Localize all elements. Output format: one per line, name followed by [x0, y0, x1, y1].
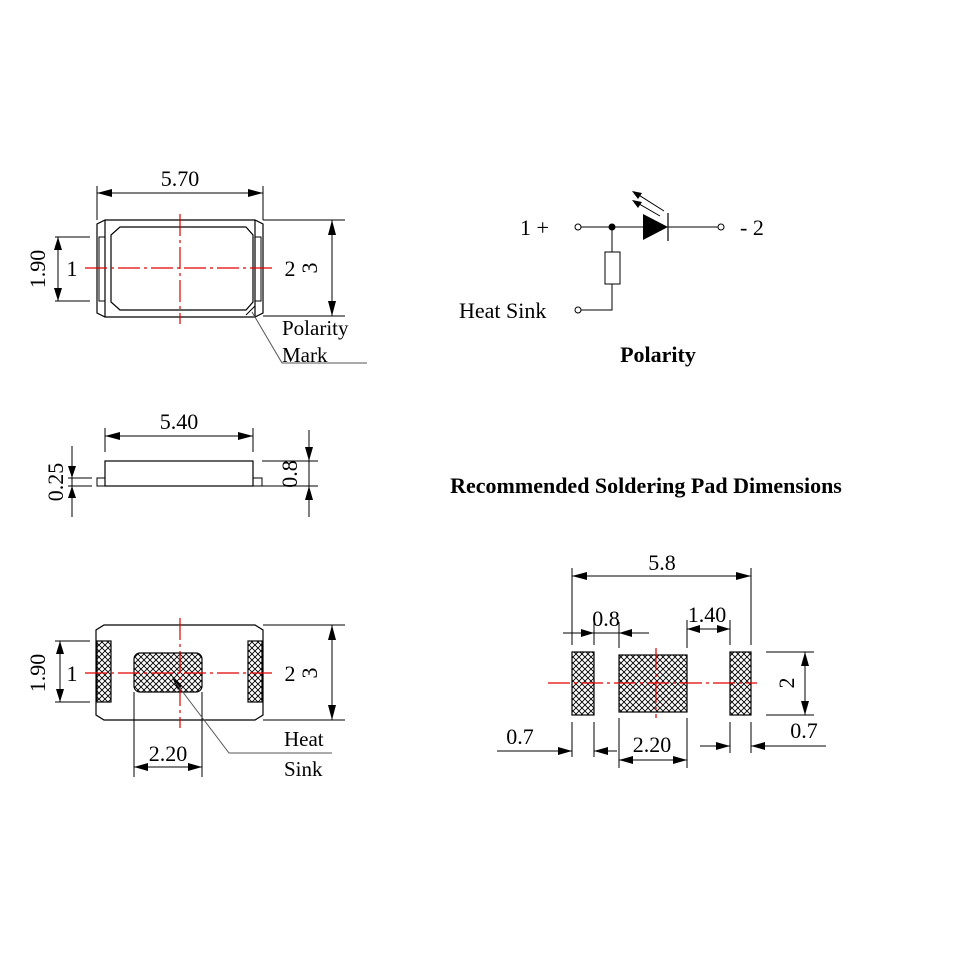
- top-lens: [110, 226, 254, 311]
- schematic-title: Polarity: [620, 342, 696, 367]
- bottom-height-label: 3: [297, 668, 322, 679]
- top-height-label: 3: [297, 263, 322, 274]
- top-pin1-label: 1: [67, 256, 78, 281]
- pad-height-label: 2: [774, 678, 799, 689]
- top-view: 5.70 3 1.90 1 2 Polarity Mark: [25, 166, 367, 367]
- heat-sink-leader: [175, 682, 332, 754]
- side-view: 5.40 0.25 0.8: [43, 409, 318, 517]
- polarity-mark-leader: [251, 311, 367, 364]
- heat-sink-label-1: Heat: [284, 727, 324, 751]
- heat-sink-label-2: Sink: [284, 757, 323, 781]
- pad-layout-title: Recommended Soldering Pad Dimensions: [450, 473, 842, 498]
- cathode-label: - 2: [740, 215, 764, 240]
- pad-right-width-label: 0.7: [790, 718, 818, 743]
- side-lead-right: [252, 477, 263, 487]
- heat-sink-schematic-label: Heat Sink: [459, 298, 546, 323]
- pad-center-width-label: 2.20: [633, 732, 672, 757]
- bottom-lead-height-label: 1.90: [25, 654, 50, 693]
- pad-left-width-label: 0.7: [506, 724, 534, 749]
- top-lead-right: [254, 236, 262, 302]
- bottom-body-outline: [95, 624, 264, 721]
- side-height-label: 0.8: [277, 460, 302, 488]
- heat-sink-terminal: [574, 306, 582, 314]
- top-lead-height-label: 1.90: [25, 250, 50, 289]
- polarity-schematic: 1 + - 2 Heat Sink Polarity: [459, 191, 764, 367]
- side-body: [104, 460, 254, 487]
- resistor-icon: [604, 251, 621, 285]
- led-diode-icon: [643, 214, 668, 240]
- pad-overall-width-label: 5.8: [648, 550, 676, 575]
- bottom-pad-left: [96, 640, 112, 703]
- side-lead-left: [96, 477, 106, 487]
- side-width-label: 5.40: [160, 409, 199, 434]
- side-lead-thickness-label: 0.25: [43, 463, 68, 502]
- anode-terminal: [574, 223, 582, 231]
- light-emission-arrows-icon: [632, 191, 665, 217]
- bottom-heat-sink-width-label: 2.20: [149, 741, 188, 766]
- bottom-view: 3 1.90 1 2 2.20 Heat Sink: [25, 618, 345, 781]
- bottom-pin1-label: 1: [67, 661, 78, 686]
- top-lead-left: [98, 236, 106, 302]
- polarity-mark-label-2: Mark: [282, 343, 328, 367]
- pad-layout: Recommended Soldering Pad Dimensions 5.8…: [450, 473, 842, 768]
- bottom-pin2-label: 2: [285, 661, 296, 686]
- anode-label: 1 +: [520, 215, 549, 240]
- pad-outer-gap-label: 1.40: [688, 602, 727, 627]
- polarity-mark-label-1: Polarity: [282, 316, 349, 340]
- top-pin2-label: 2: [285, 256, 296, 281]
- pad-inner-gap-label: 0.8: [592, 606, 620, 631]
- cathode-terminal: [717, 223, 725, 231]
- top-width-label: 5.70: [161, 166, 200, 191]
- polarity-mark-chamfer: [245, 305, 256, 316]
- bottom-pad-right: [247, 640, 263, 703]
